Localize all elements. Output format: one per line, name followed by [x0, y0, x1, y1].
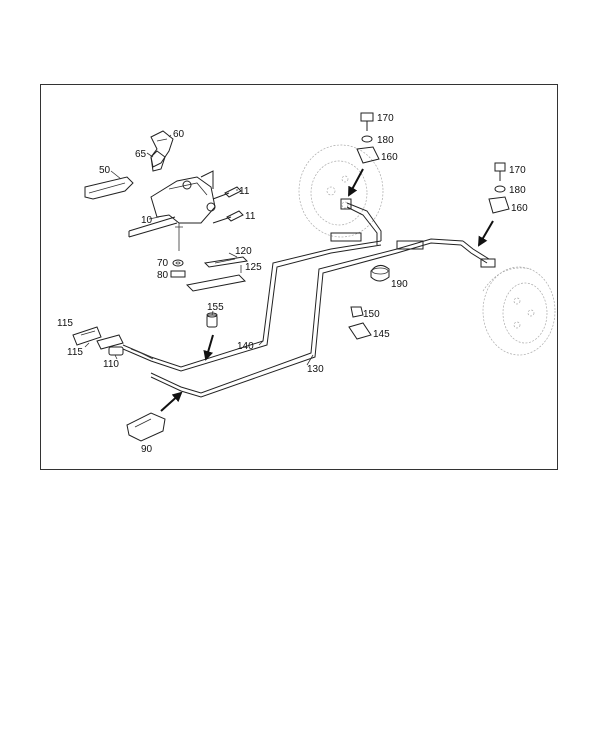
arrow-155	[203, 334, 214, 361]
label-11a: 11	[239, 186, 250, 197]
part-130-cable	[150, 238, 464, 398]
part-110-bushing	[108, 346, 124, 356]
part-180-washer-left	[361, 135, 373, 143]
label-155: 155	[207, 302, 224, 313]
label-10: 10	[141, 215, 153, 226]
part-90-cover	[126, 412, 166, 442]
arrow-160-left	[348, 168, 364, 197]
label-115b: 115	[67, 347, 83, 358]
part-125-clip	[185, 274, 247, 292]
brake-drum-right	[482, 266, 556, 356]
label-11b: 11	[245, 211, 256, 222]
part-65-bracket	[150, 150, 166, 172]
label-50: 50	[99, 165, 111, 176]
part-80-nut	[170, 270, 186, 278]
part-155-grommet	[206, 312, 218, 328]
label-130: 130	[307, 364, 324, 375]
part-120-clip	[203, 256, 249, 268]
cable-end-left	[330, 198, 382, 245]
label-180b: 180	[509, 185, 526, 196]
part-170-bolt-left	[360, 112, 374, 131]
part-10-mechanism	[128, 170, 216, 251]
label-140: 140	[237, 341, 254, 352]
label-115a: 115	[57, 318, 73, 329]
label-150: 150	[363, 309, 380, 320]
label-90: 90	[141, 444, 153, 455]
part-11-bolts	[212, 186, 244, 224]
label-145: 145	[373, 329, 390, 340]
part-145-bracket	[348, 322, 372, 340]
label-110: 110	[103, 359, 119, 370]
parking-brake-exploded-diagram: 60 65 50 11 11 10 70 80 120 125 155 115 …	[57, 112, 556, 455]
part-150-nut	[350, 306, 364, 318]
part-160-clamp-left	[356, 146, 380, 164]
leader-lines	[84, 134, 314, 366]
cable-end-right	[396, 240, 496, 268]
part-180-washer-right	[494, 185, 506, 193]
part-50-cover	[84, 176, 134, 200]
brake-drum-left	[298, 144, 384, 238]
label-60: 60	[173, 129, 185, 140]
part-160-clamp-right	[488, 196, 510, 214]
part-70-washer	[172, 259, 184, 267]
arrow-160-right	[477, 220, 494, 247]
arrow-90	[160, 391, 183, 412]
part-60-lever	[150, 130, 174, 168]
label-125: 125	[245, 262, 262, 273]
label-70: 70	[157, 258, 169, 269]
label-180a: 180	[377, 135, 394, 146]
label-160b: 160	[511, 203, 528, 214]
label-80: 80	[157, 270, 169, 281]
diagram-frame: 60 65 50 11 11 10 70 80 120 125 155 115 …	[40, 84, 558, 470]
label-170a: 170	[377, 113, 394, 124]
part-115-adjuster	[72, 326, 124, 350]
label-160a: 160	[381, 152, 398, 163]
label-120: 120	[235, 246, 252, 257]
label-65: 65	[135, 149, 147, 160]
part-170-bolt-right	[494, 162, 506, 181]
part-190-clamp	[370, 265, 390, 282]
part-labels: 60 65 50 11 11 10 70 80 120 125 155 115 …	[57, 113, 528, 455]
label-170b: 170	[509, 165, 526, 176]
label-190: 190	[391, 279, 408, 290]
